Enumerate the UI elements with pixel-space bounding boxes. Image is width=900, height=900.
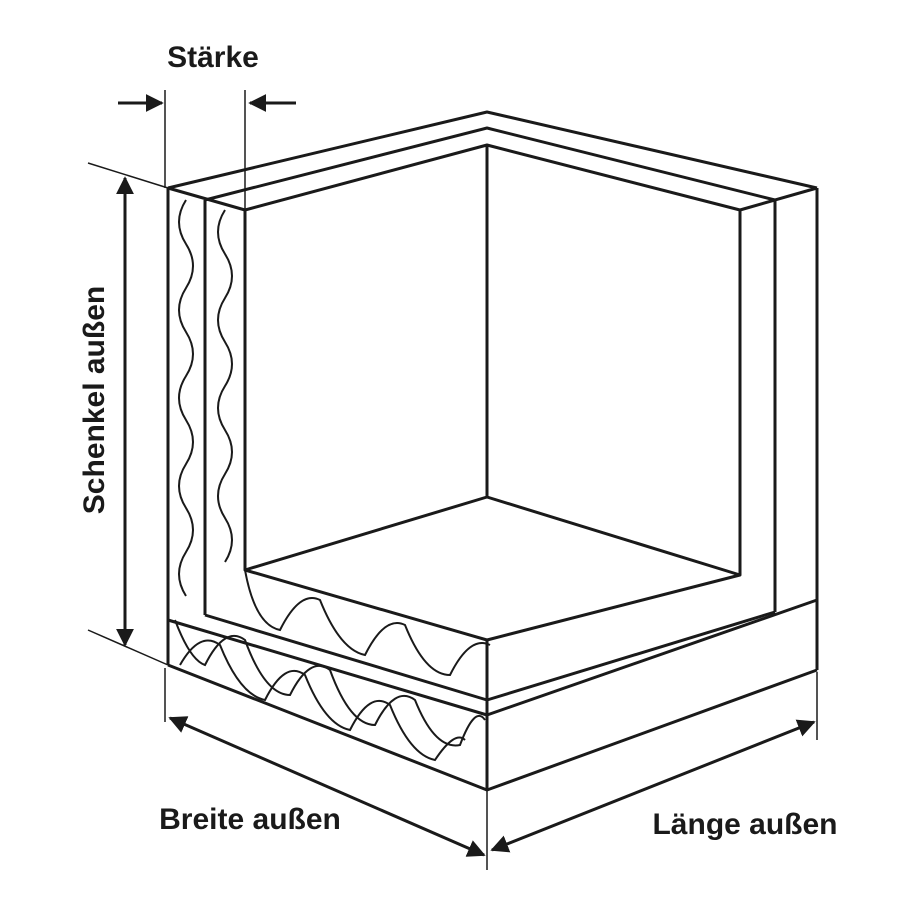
dimension-lines	[87, 90, 818, 870]
label-leg-outer: Schenkel außen	[78, 286, 111, 514]
label-thickness: Stärke	[167, 41, 259, 74]
foam-waves	[174, 199, 491, 762]
label-width-outer: Breite außen	[159, 803, 341, 836]
cushion-outline	[166, 110, 819, 792]
label-length-outer: Länge außen	[652, 808, 837, 841]
